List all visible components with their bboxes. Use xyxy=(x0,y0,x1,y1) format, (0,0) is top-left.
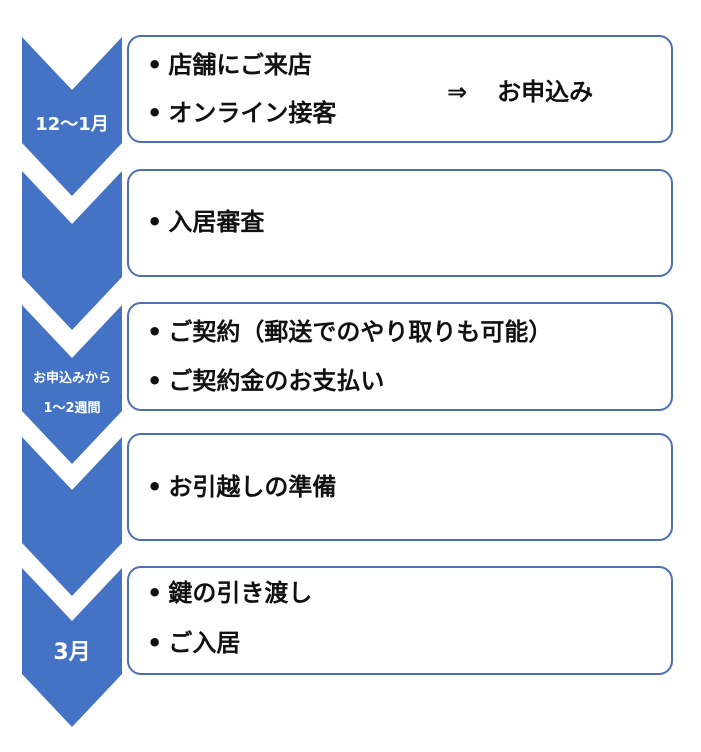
step-box-contract: ご契約（郵送でのやり取りも可能） ご契約金のお支払い xyxy=(127,302,673,411)
step-item-store-visit: 店舗にご来店 xyxy=(147,50,312,80)
chevron-step-1 xyxy=(22,37,122,196)
period-label-after-application-line1: お申込みから xyxy=(32,371,111,386)
step-item-payment: ご契約金のお支払い xyxy=(147,366,384,396)
step-item-moving-prep: お引越しの準備 xyxy=(147,472,336,502)
step-box-moving-prep: お引越しの準備 xyxy=(127,433,673,541)
chevron-step-3 xyxy=(22,305,122,464)
chevron-step-5 xyxy=(22,568,122,727)
step-item-key-handover: 鍵の引き渡し xyxy=(147,578,312,608)
step-item-move-in: ご入居 xyxy=(147,628,240,658)
chevron-step-4 xyxy=(22,437,122,596)
step-result-note: ⇒ お申込み xyxy=(447,77,593,107)
chevron-step-2 xyxy=(22,171,122,330)
step-box-visit: 店舗にご来店 オンライン接客 ⇒ お申込み xyxy=(127,35,673,143)
step-result-application: お申込み xyxy=(497,78,594,106)
step-item-tenant-screening: 入居審査 xyxy=(147,207,264,237)
period-label-after-application-line2: 1～2週間 xyxy=(43,401,101,416)
step-box-move-in: 鍵の引き渡し ご入居 xyxy=(127,566,673,675)
period-label-march: 3月 xyxy=(53,640,91,665)
step-box-screening: 入居審査 xyxy=(127,169,673,277)
step-item-contract: ご契約（郵送でのやり取りも可能） xyxy=(147,317,552,347)
right-double-arrow-icon: ⇒ xyxy=(447,78,468,106)
step-item-online-service: オンライン接客 xyxy=(147,98,336,128)
period-label-12-1: 12～1月 xyxy=(35,114,109,135)
